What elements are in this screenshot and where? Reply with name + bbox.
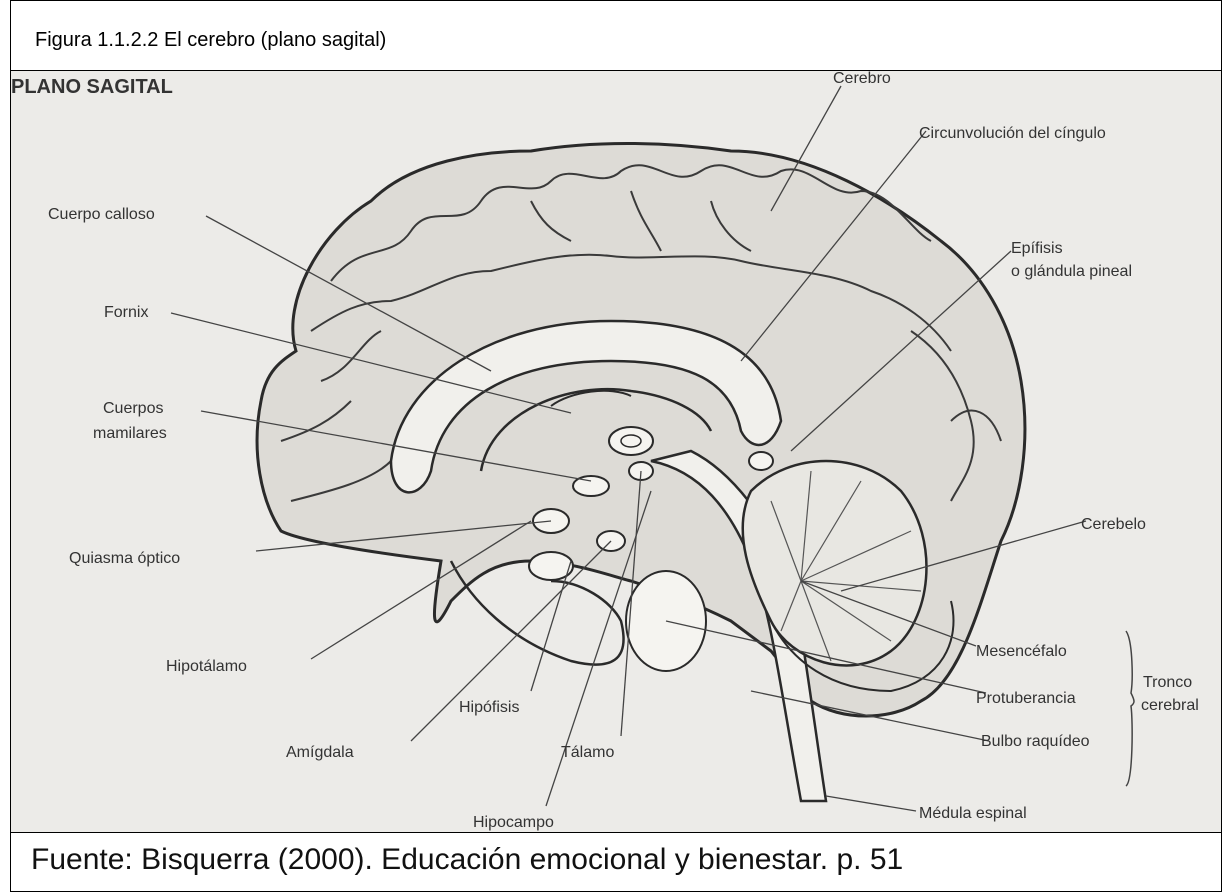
thalamus-shape bbox=[609, 427, 653, 455]
label-medula: Médula espinal bbox=[919, 805, 1027, 822]
label-cuerpos-1: Cuerpos bbox=[103, 400, 163, 417]
plate-heading: PLANO SAGITAL bbox=[11, 76, 173, 98]
label-circunvolucion: Circunvolución del cíngulo bbox=[919, 125, 1106, 142]
label-epifisis-2: o glándula pineal bbox=[1011, 263, 1132, 280]
label-tronco-2: cerebral bbox=[1141, 697, 1199, 714]
brain-illustration: PLANO SAGITAL bbox=[11, 71, 1221, 832]
label-cerebelo: Cerebelo bbox=[1081, 516, 1146, 533]
label-hipofisis: Hipófisis bbox=[459, 699, 519, 716]
label-hipocampo: Hipocampo bbox=[473, 814, 554, 831]
label-tronco-1: Tronco bbox=[1143, 674, 1192, 691]
label-hipotalamo: Hipotálamo bbox=[166, 658, 247, 675]
label-cuerpos-2: mamilares bbox=[93, 425, 167, 442]
brain-diagram: PLANO SAGITAL bbox=[11, 71, 1221, 832]
label-cerebro: Cerebro bbox=[833, 71, 891, 87]
label-mesencefalo: Mesencéfalo bbox=[976, 643, 1067, 660]
label-quiasma: Quiasma óptico bbox=[69, 550, 180, 567]
label-protuberancia: Protuberancia bbox=[976, 690, 1076, 707]
label-fornix: Fornix bbox=[104, 304, 148, 321]
source-caption: Fuente: Bisquerra (2000). Educación emoc… bbox=[11, 832, 1221, 893]
label-cuerpo-calloso: Cuerpo calloso bbox=[48, 206, 155, 223]
figure-frame: Figura 1.1.2.2 El cerebro (plano sagital… bbox=[10, 0, 1222, 892]
figure-caption: Figura 1.1.2.2 El cerebro (plano sagital… bbox=[11, 1, 1221, 71]
label-amigdala: Amígdala bbox=[286, 744, 354, 761]
label-talamo: Tálamo bbox=[561, 744, 614, 761]
label-epifisis-1: Epífisis bbox=[1011, 240, 1063, 257]
tronco-bracket bbox=[1126, 631, 1134, 786]
label-bulbo: Bulbo raquídeo bbox=[981, 733, 1090, 750]
pineal-shape bbox=[749, 452, 773, 470]
